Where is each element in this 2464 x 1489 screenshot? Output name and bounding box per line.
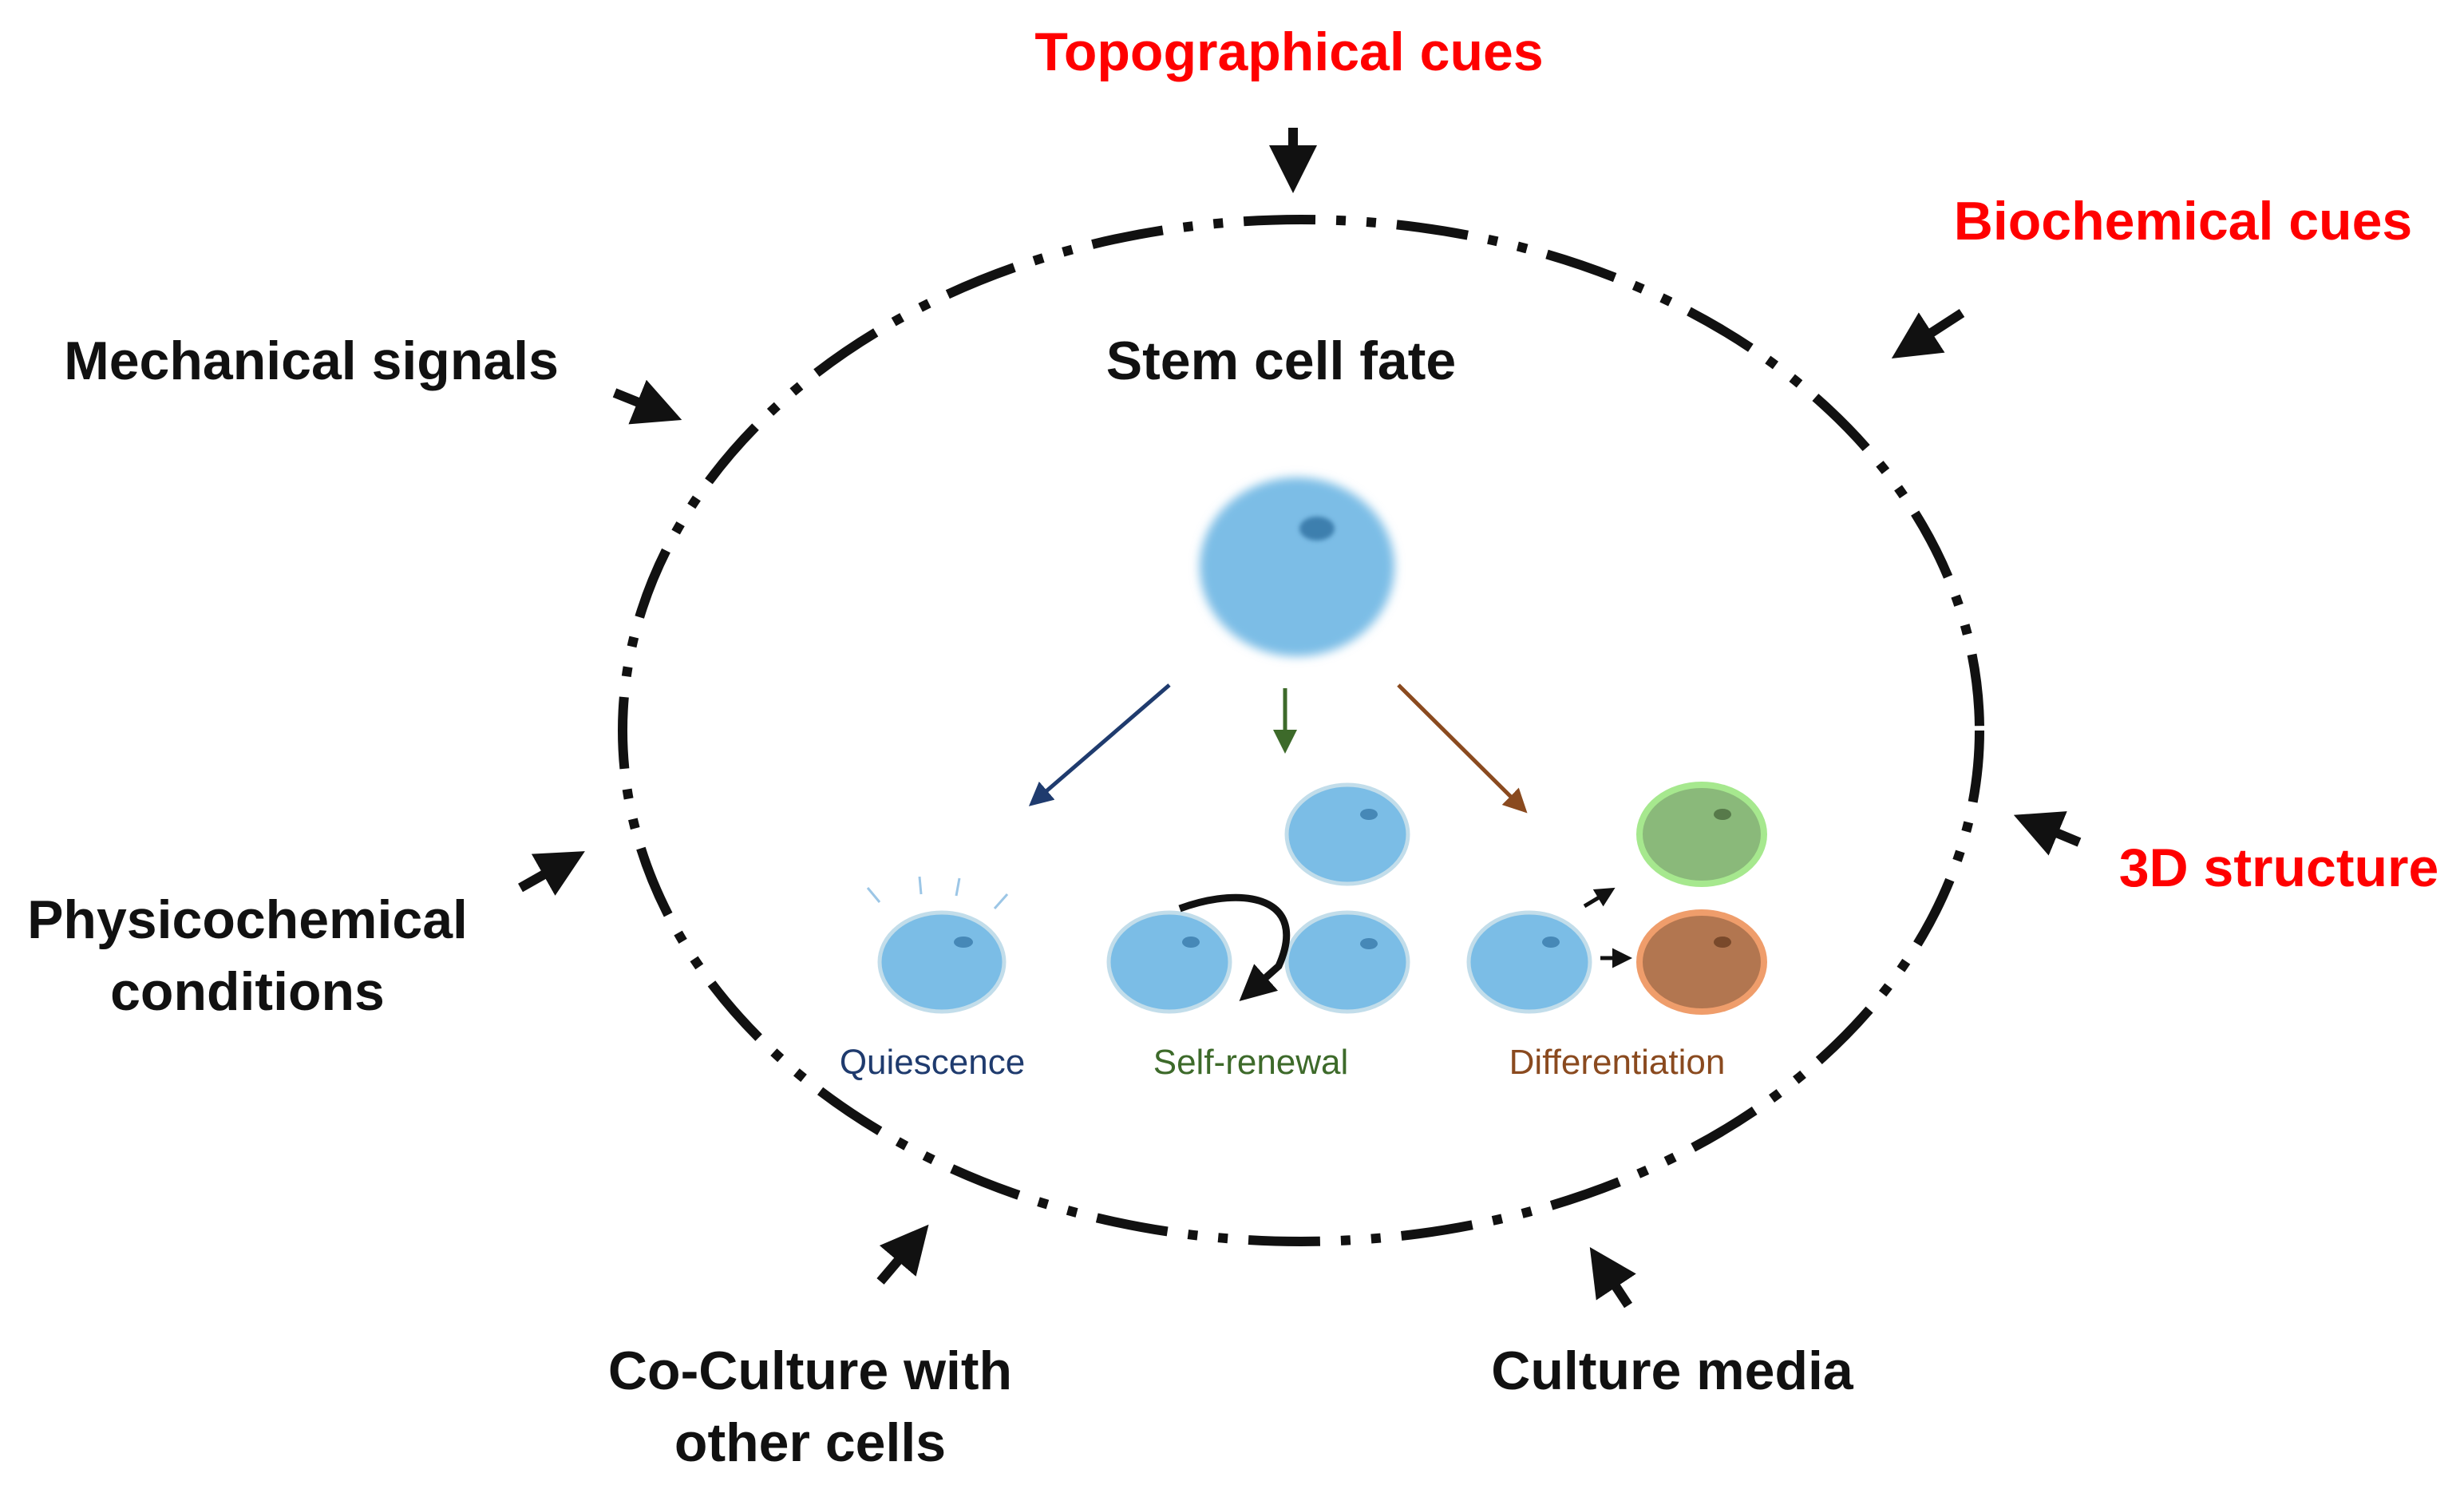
biochemical-arrow-icon [1891,308,1965,359]
topographical-cues-label: Topographical cues [1034,22,1543,82]
quiescence-label: Quiescence [840,1043,1025,1082]
physicochemical-conditions-label-line2: conditions [110,961,385,1022]
physicochemical-arrow-icon [518,851,585,896]
quiescent-cell-icon [866,876,1009,1014]
mechanical-signals-label: Mechanical signals [64,331,559,391]
differentiated-green-cell-icon [1636,782,1767,887]
differentiation-label: Differentiation [1509,1043,1726,1082]
differentiation-upper-arrow-icon [1583,887,1616,909]
differentiating-cell-icon [1466,910,1592,1014]
culture-media-arrow-icon [1589,1246,1636,1309]
self-renewal-label: Self-renewal [1153,1043,1349,1082]
culture-media-label: Culture media [1491,1340,1854,1401]
stem-cell-icon [1200,477,1394,656]
diagram-title: Stem cell fate [1106,331,1456,391]
3d-structure-label: 3D structure [2119,838,2439,898]
niche-boundary-ellipse [618,215,1984,1246]
self-renewal-bottom-right-cell-icon [1284,910,1410,1014]
co-culture-label-line1: Co-Culture with [608,1340,1012,1401]
physicochemical-conditions-label-line1: Physicochemical [27,889,468,950]
differentiation-arrow-icon [1397,683,1528,814]
co-culture-arrow-icon [876,1224,929,1285]
influence-arrows [518,128,2082,1309]
quiescence-arrow-icon [1028,683,1171,806]
biochemical-cues-label: Biochemical cues [1954,191,2412,251]
self-renewal-loop-arrow-icon [1178,893,1291,1001]
differentiated-brown-cell-icon [1636,909,1767,1015]
mechanical-arrow-icon [612,379,682,425]
self-renewal-bottom-left-cell-icon [1106,910,1232,1014]
3d-structure-arrow-icon [2013,811,2082,856]
self-renewal-top-cell-icon [1284,782,1410,886]
co-culture-label-line2: other cells [674,1412,946,1473]
